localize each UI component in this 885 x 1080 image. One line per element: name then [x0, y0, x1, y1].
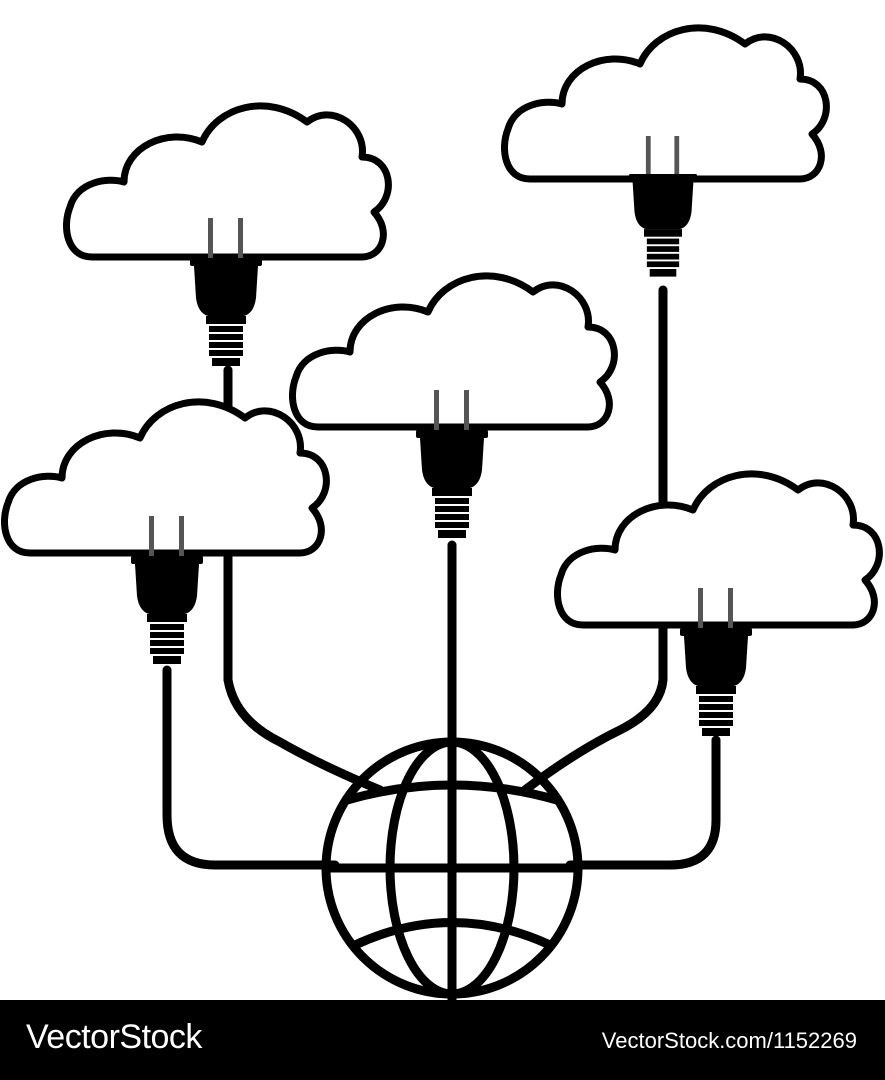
cable-right-inner: [520, 285, 668, 795]
cable-left-inner: [223, 550, 385, 795]
cloud-computing-illustration: [0, 0, 885, 1000]
cable-right-outer: [565, 735, 721, 870]
cloud-icon: [504, 28, 826, 179]
cloud-icon: [66, 106, 388, 257]
cloud-icon: [292, 276, 614, 427]
cloud-icon: [4, 402, 326, 553]
watermark-brand: VectorStock: [26, 1018, 202, 1056]
cable-left-outer: [162, 665, 340, 870]
watermark-bar: VectorStock VectorStock.com/1152269: [0, 1000, 885, 1080]
watermark-reference: VectorStock.com/1152269: [601, 1028, 857, 1053]
globe-icon: [321, 737, 583, 999]
cloud-icon: [557, 474, 879, 625]
